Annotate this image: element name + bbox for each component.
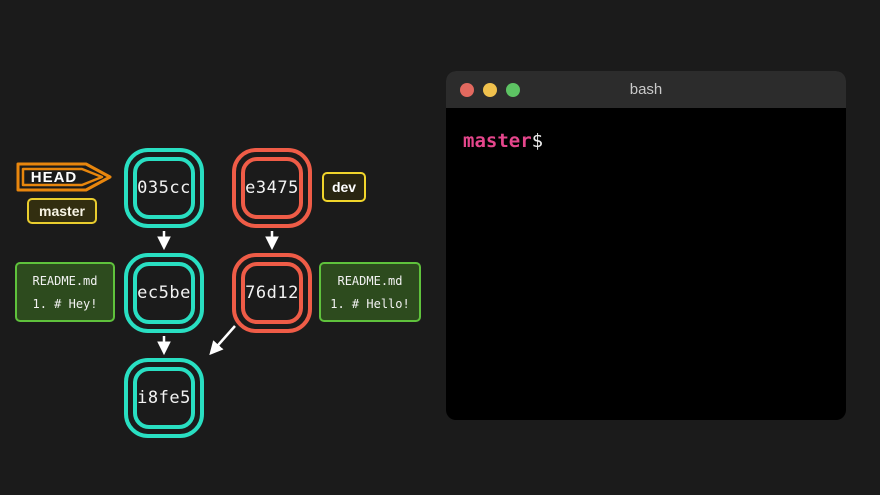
edge-76d12-i8fe5 — [209, 325, 236, 356]
file-box-readme-master: README.md 1. # Hey! — [15, 262, 115, 322]
branch-badge-master: master — [27, 198, 97, 224]
head-arrow-icon — [16, 162, 112, 192]
terminal-window: bash master$ — [446, 71, 846, 420]
zoom-window-button[interactable] — [506, 82, 520, 97]
file-content: 1. # Hello! — [330, 296, 410, 311]
commit-hash: 035cc — [137, 178, 191, 198]
commit-hash: e3475 — [245, 178, 299, 198]
commit-node-i8fe5: i8fe5 — [124, 358, 204, 438]
terminal-body[interactable]: master$ — [446, 108, 846, 174]
commit-node-inner-ring: ec5be — [133, 262, 195, 324]
commit-hash: i8fe5 — [137, 388, 191, 408]
file-name: README.md — [32, 273, 98, 288]
commit-node-inner-ring: e3475 — [241, 157, 303, 219]
file-box-readme-dev: README.md 1. # Hello! — [319, 262, 421, 322]
terminal-titlebar[interactable]: bash — [446, 71, 846, 108]
branch-badge-dev: dev — [322, 172, 366, 202]
commit-node-035cc: 035cc — [124, 148, 204, 228]
close-window-button[interactable] — [460, 82, 474, 97]
head-pointer: HEAD — [16, 162, 112, 192]
commit-node-inner-ring: 035cc — [133, 157, 195, 219]
file-content: 1. # Hey! — [32, 296, 98, 311]
minimize-window-button[interactable] — [483, 82, 497, 97]
commit-node-e3475: e3475 — [232, 148, 312, 228]
commit-hash: ec5be — [137, 283, 191, 303]
commit-node-inner-ring: i8fe5 — [133, 367, 195, 429]
commit-hash: 76d12 — [245, 283, 299, 303]
commit-node-76d12: 76d12 — [232, 253, 312, 333]
commit-node-inner-ring: 76d12 — [241, 262, 303, 324]
prompt-symbol: $ — [531, 130, 544, 152]
terminal-title: bash — [629, 81, 663, 98]
prompt-branch: master — [463, 130, 532, 152]
branch-dev-label: dev — [331, 179, 357, 195]
commit-node-ec5be: ec5be — [124, 253, 204, 333]
branch-master-label: master — [39, 203, 85, 219]
file-name: README.md — [337, 273, 403, 288]
head-label: HEAD — [30, 168, 78, 186]
